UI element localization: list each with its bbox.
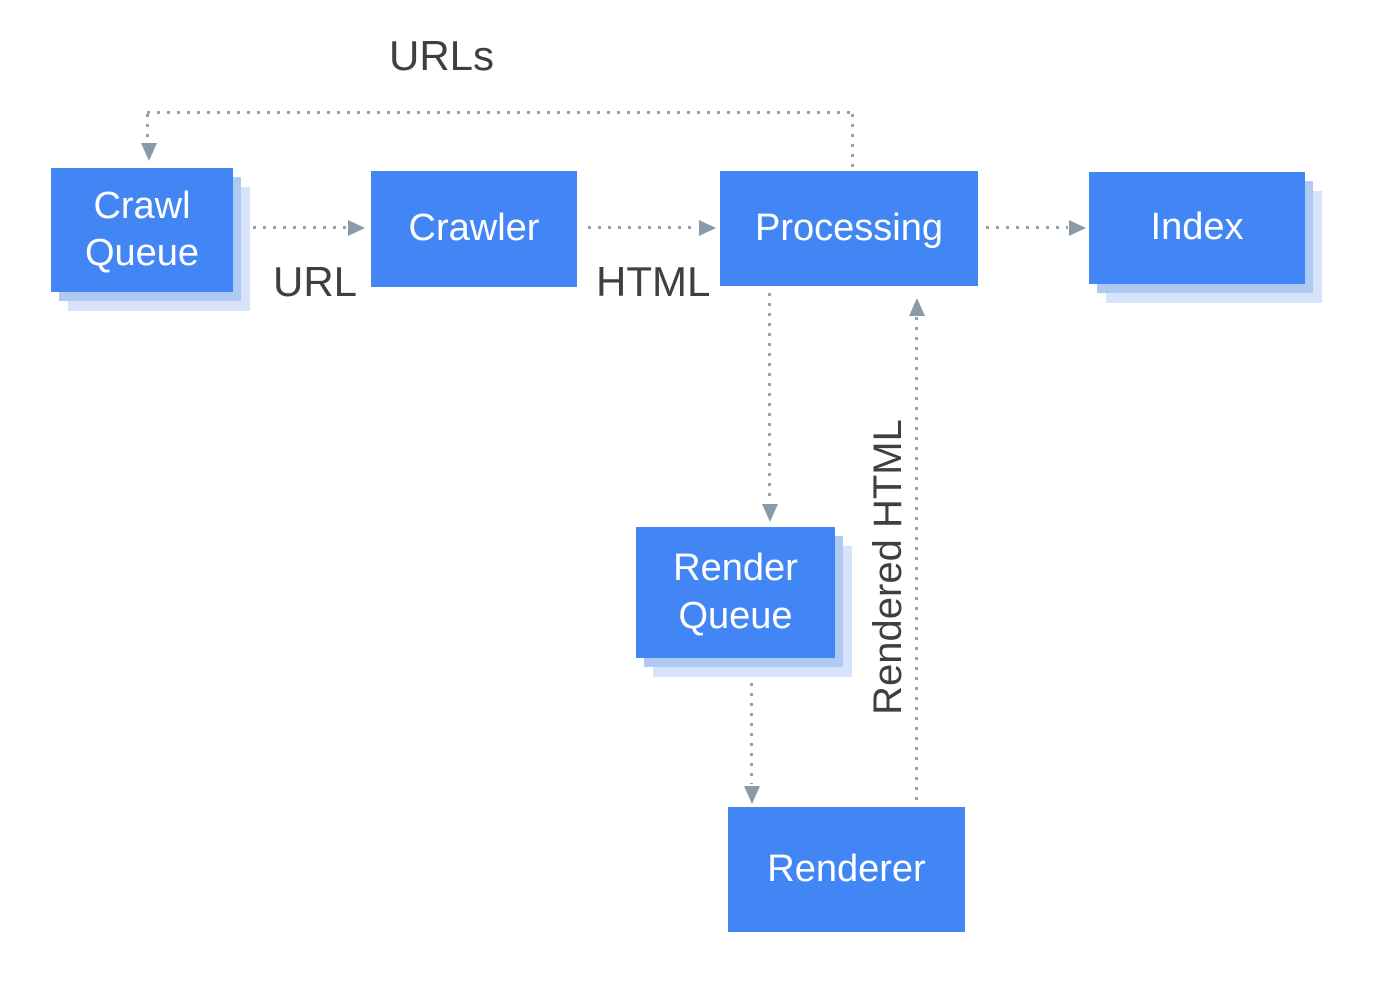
node-index: Index xyxy=(1089,172,1322,303)
node-crawler-box: Crawler xyxy=(371,171,577,287)
arrowhead-into-render-queue-icon xyxy=(762,504,778,522)
node-index-box: Index xyxy=(1089,172,1305,284)
node-renderer-label: Renderer xyxy=(767,847,926,890)
arrowhead-into-crawler-icon xyxy=(348,220,365,236)
edge-renderqueue-to-renderer-line xyxy=(750,663,753,784)
node-processing: Processing xyxy=(720,171,978,286)
node-crawl-queue-label: Crawl Queue xyxy=(84,184,200,275)
node-render-queue-box: Render Queue xyxy=(636,527,835,658)
edge-renderer-to-processing-line xyxy=(915,317,918,806)
node-render-queue-label: Render Queue xyxy=(673,547,798,637)
arrowhead-up-into-processing-icon xyxy=(909,298,925,316)
edge-label-rendered-html: Rendered HTML xyxy=(866,419,910,715)
edge-label-urls: URLs xyxy=(389,32,495,79)
arrowhead-into-renderer-icon xyxy=(744,786,760,804)
node-crawl-queue-box: Crawl Queue xyxy=(51,168,233,292)
edge-crawler-to-processing-line xyxy=(588,226,698,229)
edge-processing-to-crawlqueue-hline xyxy=(147,111,853,114)
edge-label-url: URL xyxy=(273,258,358,305)
arrowhead-into-index-icon xyxy=(1069,220,1086,236)
node-crawl-queue: Crawl Queue xyxy=(51,168,250,311)
node-renderer-box: Renderer xyxy=(728,807,965,932)
node-processing-label: Processing xyxy=(755,206,943,249)
edge-processing-to-crawlqueue-riser xyxy=(851,114,854,170)
edge-crawlqueue-to-crawler-line xyxy=(243,226,348,229)
arrowhead-into-crawl-queue-icon xyxy=(141,143,157,161)
edge-processing-to-index-line xyxy=(986,226,1068,229)
node-crawler-label: Crawler xyxy=(408,207,540,250)
node-render-queue: Render Queue xyxy=(636,527,852,677)
edge-label-html: HTML xyxy=(596,258,711,305)
edge-processing-to-renderqueue-line xyxy=(768,293,771,502)
edge-processing-to-crawlqueue-drop xyxy=(146,114,149,141)
node-index-label: Index xyxy=(1150,206,1244,249)
node-processing-box: Processing xyxy=(720,171,978,286)
node-crawler: Crawler xyxy=(371,171,577,287)
arrowhead-into-processing-icon xyxy=(699,220,716,236)
node-renderer: Renderer xyxy=(728,807,965,932)
